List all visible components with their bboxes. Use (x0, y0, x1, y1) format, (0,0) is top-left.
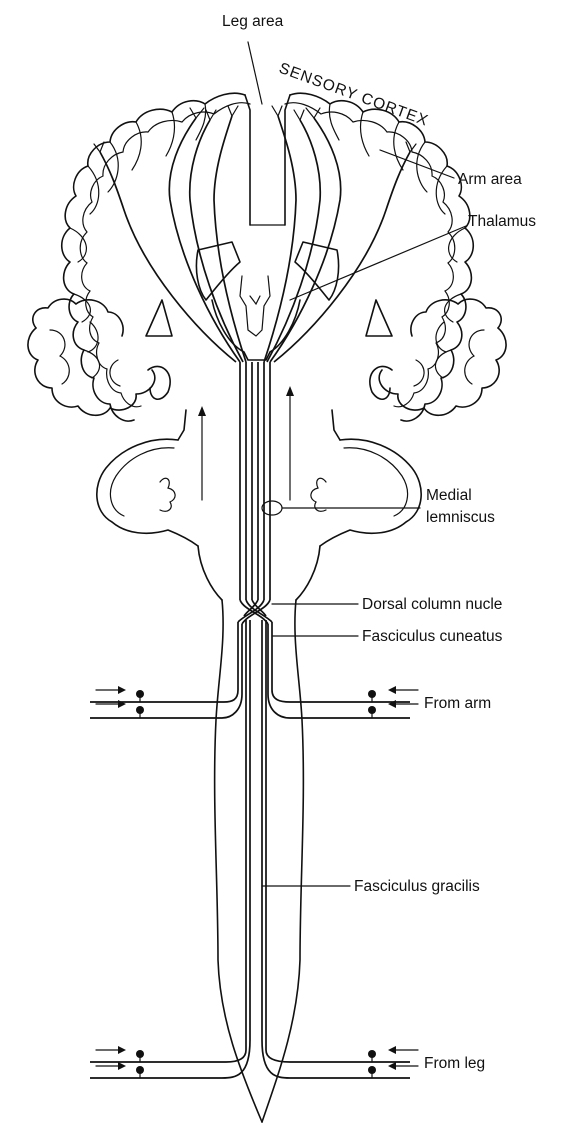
label-dorsal-column-nuclei: Dorsal column nucle (362, 596, 502, 613)
brainstem-outline (97, 410, 421, 600)
label-leg-area: Leg area (222, 13, 284, 30)
sensory-tracts (90, 106, 416, 1078)
ventricles-and-thalamus (146, 242, 392, 360)
label-thalamus: Thalamus (468, 213, 536, 230)
label-from-leg: From leg (424, 1055, 485, 1072)
leader-lines (248, 42, 466, 886)
label-arm-area: Arm area (458, 171, 522, 188)
label-fasciculus-cuneatus: Fasciculus cuneatus (362, 628, 503, 645)
cerebral-cortex-outline (62, 93, 474, 421)
diagram-labels: Leg area SENSORY CORTEX Arm area Thalamu… (222, 13, 536, 1072)
label-from-arm: From arm (424, 695, 491, 712)
label-fasciculus-gracilis: Fasciculus gracilis (354, 878, 480, 895)
spinal-cord-outline (215, 600, 304, 1122)
leg-area-leader (248, 42, 262, 104)
label-medial-lemniscus-line1: Medial (426, 487, 472, 504)
label-medial-lemniscus-line2: lemniscus (426, 509, 495, 526)
thalamus-leader (290, 226, 466, 300)
